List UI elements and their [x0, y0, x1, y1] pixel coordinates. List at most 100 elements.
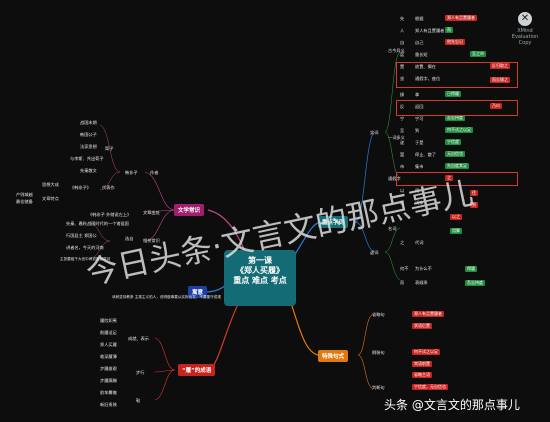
lv-label: 成就、表示: [128, 336, 149, 341]
wenxue-node: 产则城越: [16, 192, 33, 197]
zhongdian-label: 通假字: [388, 176, 401, 181]
wenxue-node: 与李斯、共出荀子: [70, 156, 104, 161]
lv-node: 前车覆辙: [100, 390, 117, 395]
chip-red: 郑人有且置履者: [445, 15, 477, 21]
word-val: 返回: [415, 104, 424, 109]
chip-red: 状语后置: [412, 323, 432, 329]
chip-red: 他先忘记: [445, 39, 465, 45]
chip-green: 用脚: [450, 228, 462, 234]
word-key: 人: [400, 28, 405, 33]
wenxue-node: 先秦、春秋战国时代的一个诸侯国: [66, 221, 129, 226]
zhongdian-label: 古今异义: [388, 48, 405, 53]
word-key: 至: [400, 128, 405, 133]
branch-yuyi[interactable]: 寓意: [188, 286, 208, 298]
word-val: 于是: [415, 140, 424, 145]
lv-node: 郑人买履: [100, 342, 117, 347]
chip-red: 之: [445, 175, 453, 181]
branch-teshu[interactable]: 特殊句式: [318, 350, 349, 362]
central-topic-line1: 第一课: [248, 256, 272, 265]
word-val: 拿: [415, 92, 420, 97]
word-key: 遂: [400, 140, 405, 145]
lv-node: 步履维艰: [100, 366, 117, 371]
wenxue-node: 《韩非子 外储说左上》: [88, 212, 132, 217]
word-key: 试: [400, 200, 405, 205]
word-val: 放置、搁在: [415, 64, 436, 69]
word-val: 量长短: [415, 52, 428, 57]
word-val: 自己: [415, 40, 424, 45]
word-key: 市: [400, 164, 405, 169]
word-key: 而: [400, 280, 405, 285]
chip-green: 而: [445, 27, 453, 33]
word-key: 宁: [400, 116, 405, 121]
chip-red: 以之: [450, 214, 462, 220]
branch-wenxue[interactable]: 文学常识: [174, 204, 205, 216]
word-key: 先: [400, 16, 405, 21]
yuyi-text: 讽刺坚持教条 主观主义的人，说明做事要从实际出发，不要墨守成规: [112, 295, 221, 299]
chip-green: 无自信也: [445, 151, 465, 157]
chip-red: 省略主语: [412, 372, 432, 378]
wenxue-node: 行国县主 郑国公: [66, 233, 97, 238]
bottom-watermark: 头条 @文言文的那点事儿: [384, 398, 520, 412]
chip-green: 何不试之以足: [445, 127, 473, 133]
teshu-node: 判断句: [372, 385, 385, 390]
word-val: 通假字，座位: [415, 76, 441, 81]
word-key: 之: [400, 240, 405, 245]
word-val: 表顺承: [415, 280, 428, 285]
wenxue-node: 作者: [150, 170, 159, 175]
chip-red: 郑人有且置履者: [412, 311, 444, 317]
word-val: 代词: [415, 240, 424, 245]
highlight-box: [396, 100, 518, 116]
branch-lv[interactable]: “履”的成语: [178, 364, 216, 376]
chip-red: 到: [470, 202, 478, 208]
word-val: 试穿: [415, 200, 424, 205]
lv-node: 削履适足: [100, 330, 117, 335]
word-val: 集市: [415, 164, 424, 169]
central-topic-line2: 《郑人买履》: [236, 266, 284, 275]
word-key: 度: [400, 52, 405, 57]
highlight-box: [396, 172, 518, 186]
word-val: 郑人有且置履者: [415, 28, 445, 33]
lv-node: 步履蹒跚: [100, 378, 117, 383]
lv-node: 新旧贵贱: [100, 402, 117, 407]
xmind-logo-icon: ✕: [518, 12, 532, 26]
lv-node: 临深履薄: [100, 354, 117, 359]
wenxue-node: 《韩非子》: [70, 185, 91, 190]
word-key: 坐: [400, 76, 405, 81]
wenxue-node: 法家思想: [80, 144, 97, 149]
wenxue-node: 战国末期: [80, 120, 97, 125]
wenxue-node: 文章特点: [42, 196, 59, 201]
xmind-badge: ✕ XMind Evaluation Copy: [505, 12, 545, 46]
chip-green: 得履: [465, 266, 477, 272]
wenxue-node: 思想大成: [42, 182, 59, 187]
zhongdian-label: 一词多义: [388, 135, 405, 140]
wenxue-node: 主张要组千大也中间说服者学问: [60, 257, 111, 261]
wenxue-node: 韩国公子: [80, 132, 97, 137]
xmind-name: XMind: [517, 28, 533, 34]
wenxue-node: 文章出处: [143, 210, 160, 215]
wenxue-node: 简子: [105, 146, 114, 151]
word-val: 宁可: [415, 116, 424, 121]
word-val: 根据: [415, 16, 424, 21]
lv-label: 步行: [136, 370, 145, 375]
wenxue-node: 选自: [125, 236, 134, 241]
zhongdian-label: 虚词: [370, 250, 379, 255]
chip-red: 乃曰: [490, 103, 502, 109]
wenxue-node: 相关常识: [143, 238, 160, 243]
branch-zhongdian[interactable]: 重点字词: [318, 216, 349, 228]
chip-red: 而忘操之: [490, 77, 510, 83]
chip-red: 宾语前置: [412, 361, 432, 367]
word-key: 置: [400, 64, 405, 69]
xmind-sub: Evaluation Copy: [511, 34, 539, 46]
central-topic[interactable]: 第一课 《郑人买履》 重点 难点 考点: [224, 250, 296, 306]
word-val: 停止、散了: [415, 152, 436, 157]
wenxue-node: 先秦散文: [80, 168, 97, 173]
central-topic-line3: 重点 难点 考点: [233, 276, 287, 285]
chip-green: 宁信度: [445, 139, 461, 145]
word-key: 何不: [400, 266, 409, 271]
teshu-node: 倒装句: [372, 350, 385, 355]
word-key: 反: [400, 104, 405, 109]
word-key: 罢: [400, 152, 405, 157]
chip-green: 先自度其足: [445, 163, 469, 169]
